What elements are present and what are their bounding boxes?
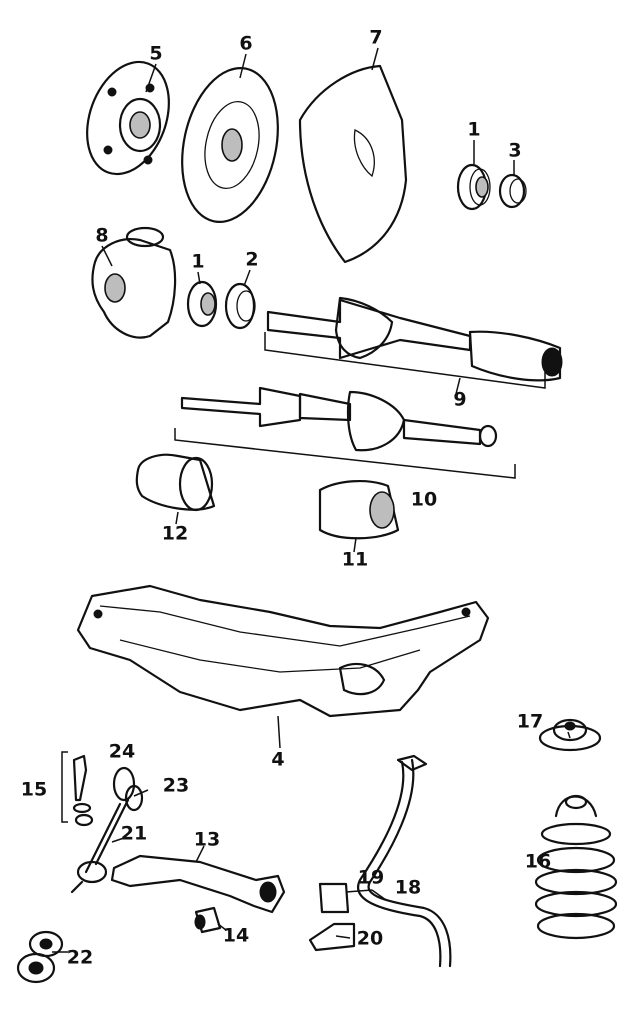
callout-20: 20 — [356, 927, 384, 950]
drive-axle-upper-part — [264, 296, 563, 389]
callout-4: 4 — [271, 748, 285, 771]
callout-19: 19 — [357, 866, 385, 889]
wheel-hub-part — [86, 60, 170, 176]
callout-22: 22 — [66, 946, 94, 969]
dust-shield-part — [298, 64, 408, 264]
callout-5: 5 — [149, 42, 163, 65]
callout-14: 14 — [222, 924, 250, 947]
bearing-part-lower — [186, 280, 218, 328]
seal-part-lower — [224, 282, 256, 330]
callout-17: 17 — [516, 710, 544, 733]
stabilizer-link-hardware — [61, 751, 144, 894]
callout-2: 2 — [245, 248, 259, 271]
lower-control-arm-part — [110, 854, 286, 914]
crossmember-part — [76, 584, 490, 718]
bushing-part — [194, 906, 222, 934]
cv-boot-part — [135, 453, 216, 512]
callout-13: 13 — [193, 828, 221, 851]
seal-part-upper — [498, 173, 527, 209]
callout-11: 11 — [341, 548, 369, 571]
callout-10: 10 — [410, 488, 438, 511]
leader-lines — [52, 47, 571, 953]
stabilizer-bar-part — [308, 754, 452, 968]
callout-18: 18 — [394, 876, 422, 899]
strut-mount-part — [538, 718, 602, 752]
coil-spring-part — [534, 794, 618, 940]
drive-axle-lower-part — [174, 386, 516, 479]
callout-3: 3 — [508, 139, 522, 162]
bushing-pair-part — [16, 930, 64, 984]
cv-joint-boot-part — [318, 479, 400, 540]
callout-6: 6 — [239, 32, 253, 55]
callout-12: 12 — [161, 522, 189, 545]
callout-23: 23 — [162, 774, 190, 797]
callout-15: 15 — [20, 778, 48, 801]
bearing-part-upper — [456, 163, 491, 211]
callout-9: 9 — [453, 388, 467, 411]
callout-1-lower: 1 — [191, 250, 205, 273]
callout-16: 16 — [524, 850, 552, 873]
steering-knuckle-part — [91, 226, 177, 339]
callout-8: 8 — [95, 224, 109, 247]
callout-1-upper: 1 — [467, 118, 481, 141]
callout-24: 24 — [108, 740, 136, 763]
callout-21: 21 — [120, 822, 148, 845]
callout-7: 7 — [369, 26, 383, 49]
brake-rotor-part — [181, 67, 279, 223]
